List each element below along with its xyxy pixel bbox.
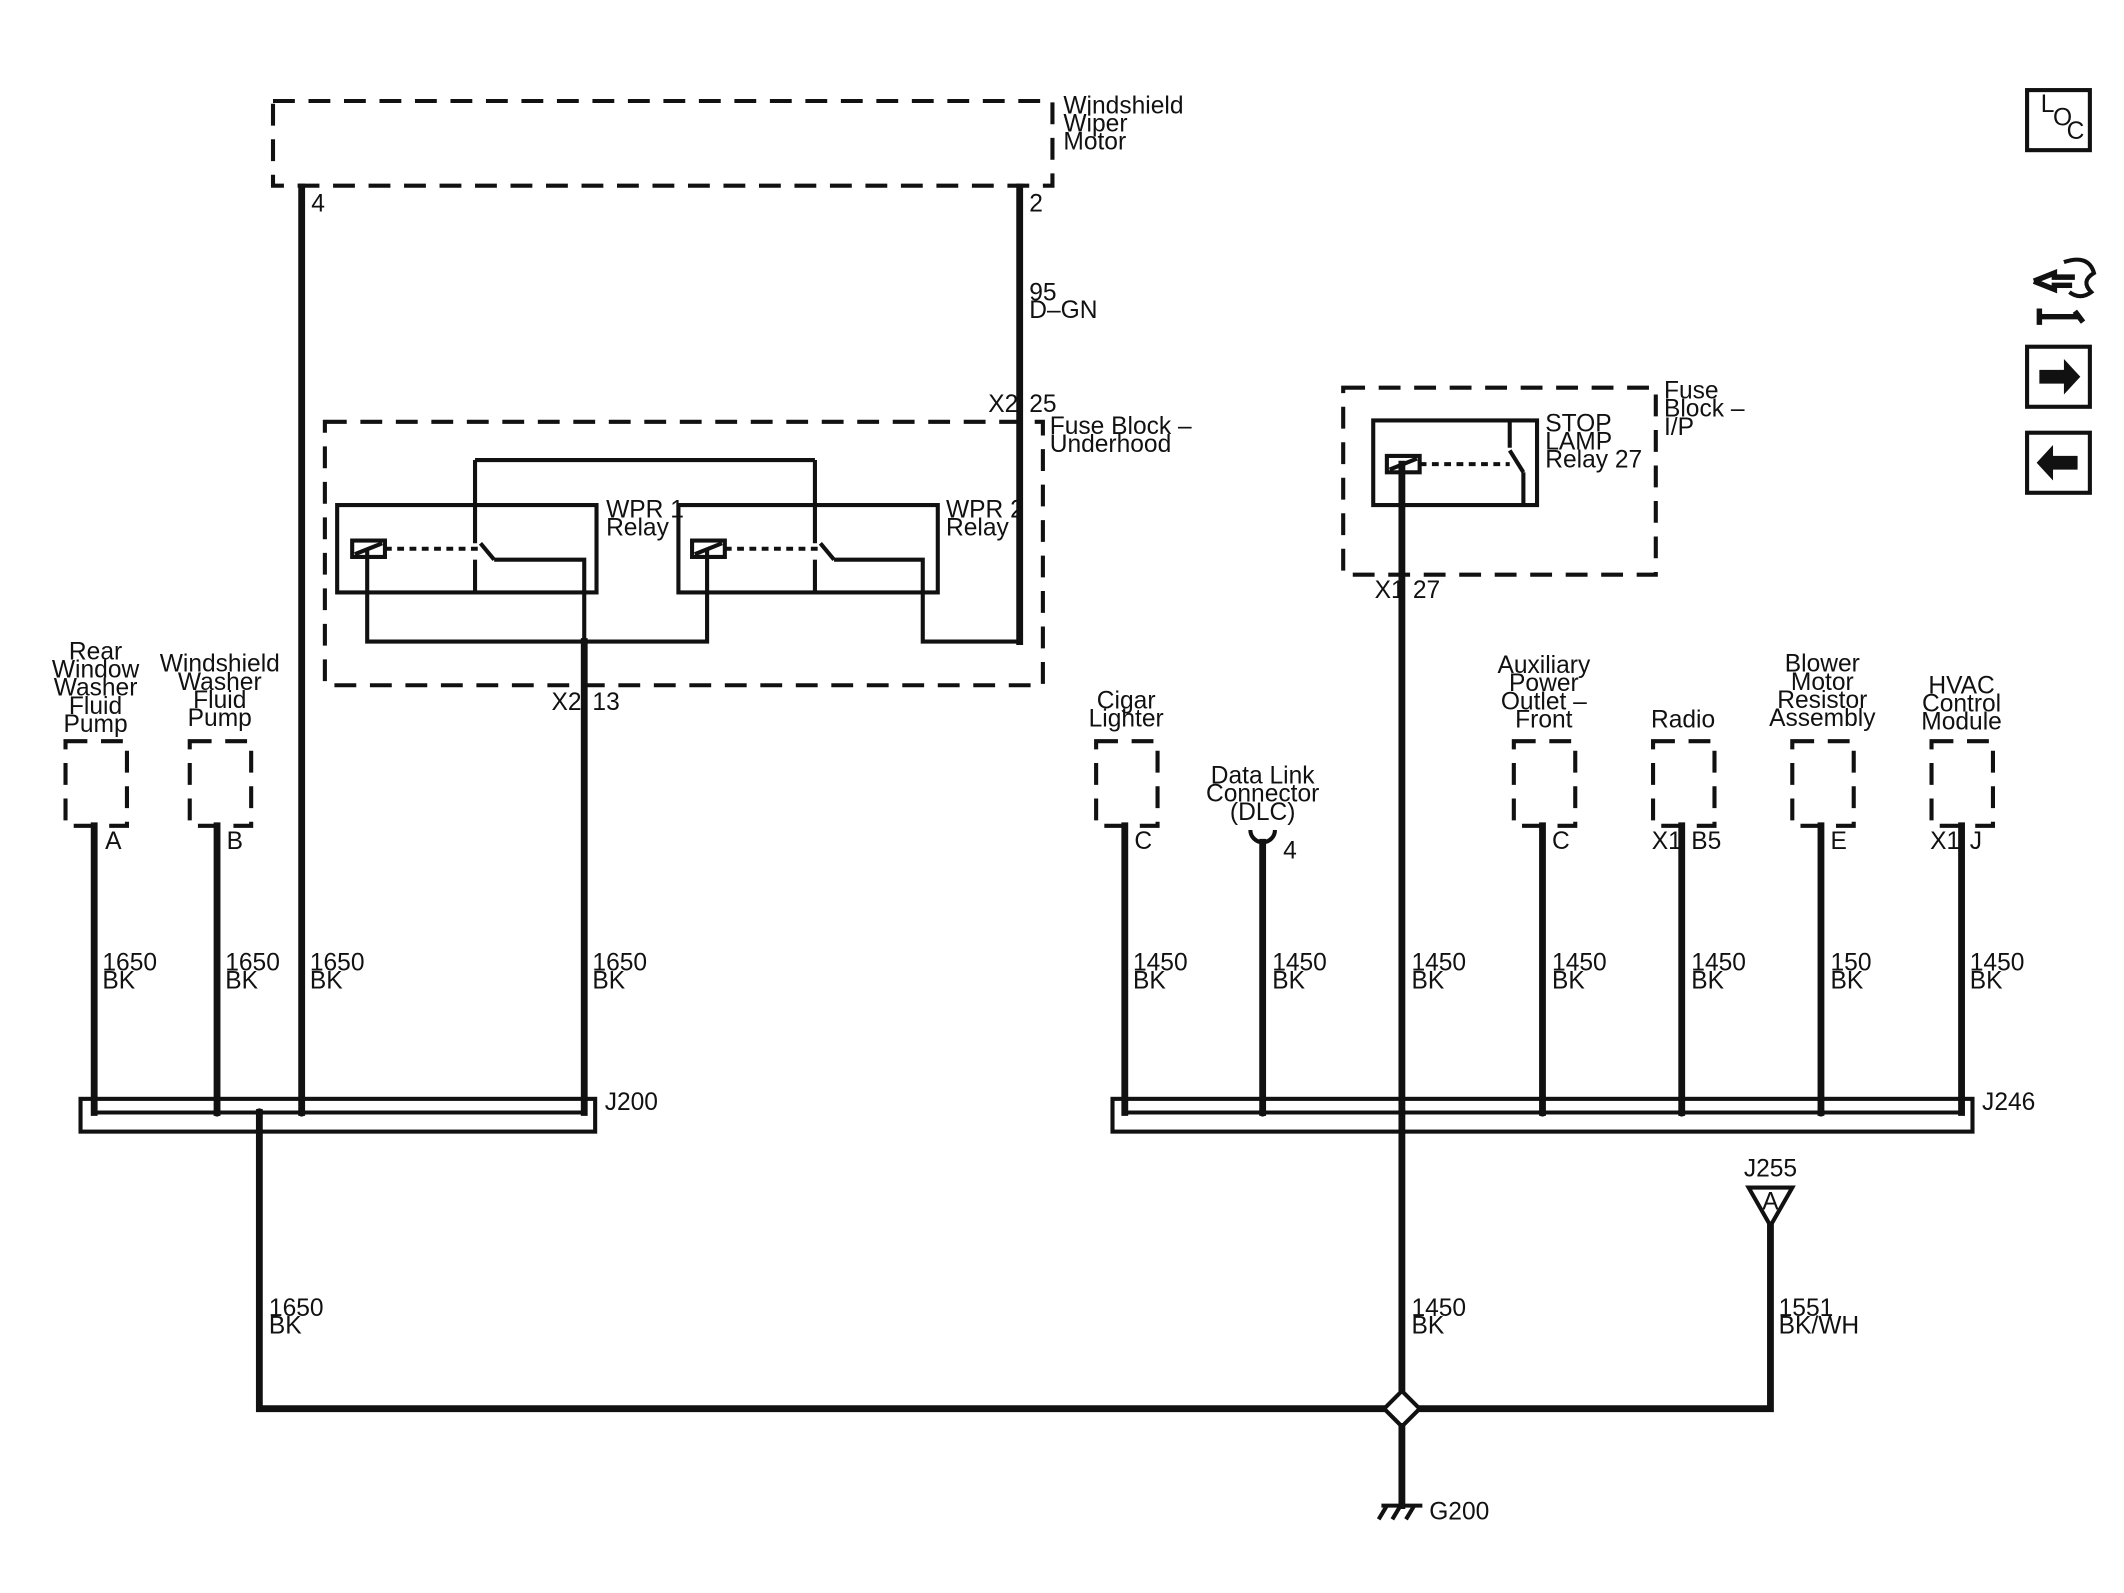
wire-fuse-ip-circuit: 1450 (1411, 950, 1466, 977)
fuse-block-underhood-pin-bottom: 13 (592, 689, 619, 716)
wire-aux-circuit: 1450 (1552, 950, 1607, 977)
next-page-button[interactable] (2025, 344, 2092, 409)
wire-fuse-underhood-color: BK (592, 967, 625, 994)
wire-rear-pump-circuit: 1650 (102, 950, 157, 977)
wire-j200-ground-color: BK (269, 1313, 302, 1340)
radio: Radio X1 B5 (1651, 707, 1721, 855)
hvac-control-module-conn: X1 (1930, 828, 1960, 855)
splice-j246: J246 (1110, 1089, 2035, 1134)
wire-j246-ground-circuit: 1450 (1411, 1295, 1466, 1322)
wiper-motor-pin-4: 4 (311, 191, 325, 218)
wire-motor-ground-color: BK (310, 967, 343, 994)
wire-aux-color: BK (1552, 967, 1585, 994)
wire-blower-color: BK (1831, 967, 1864, 994)
wire-cigar-color: BK (1133, 967, 1166, 994)
inline-connector-j255: J255 A (1744, 1156, 1797, 1230)
wire-dlc-circuit: 1450 (1272, 950, 1327, 977)
arrow-right-icon (2039, 359, 2081, 395)
arrow-left-icon (2036, 445, 2078, 481)
radio-pin: B5 (1691, 828, 1721, 855)
wire-blower-circuit: 150 (1831, 950, 1872, 977)
fuse-block-underhood-conn-top: X2 (988, 391, 1018, 418)
cigar-lighter-pin: C (1134, 828, 1152, 855)
ws-washer-pump-pin: B (227, 828, 243, 855)
wire-cigar-circuit: 1450 (1133, 950, 1188, 977)
loc-button[interactable]: L O C (2025, 88, 2092, 153)
fuse-block-underhood-pin-top: 25 (1029, 391, 1056, 418)
loc-letter-o: O (2053, 105, 2072, 132)
inline-connector-j255-label: J255 (1744, 1156, 1797, 1183)
rear-washer-pump-pin: A (105, 828, 122, 855)
wire-j255-ground-color: BK/WH (1779, 1313, 1860, 1340)
wire-dlc-color: BK (1272, 967, 1305, 994)
wire-hvac-color: BK (1970, 967, 2003, 994)
wire-ws-pump-color: BK (225, 967, 258, 994)
splice-j200: J200 (78, 1089, 658, 1134)
prev-page-button[interactable] (2025, 430, 2092, 495)
wire-95-circuit: 95 (1029, 279, 1056, 306)
loc-letter-l: L (2041, 91, 2055, 118)
radio-conn: X1 (1652, 828, 1682, 855)
ground-g200: G200 (1376, 1388, 1489, 1525)
wire-ws-pump-circuit: 1650 (225, 950, 280, 977)
fuse-block-underhood-label: Fuse Block –Underhood (1050, 413, 1192, 458)
wire-radio-circuit: 1450 (1691, 950, 1746, 977)
fuse-block-underhood-conn-bottom: X2 (551, 689, 581, 716)
wire-motor-ground-circuit: 1650 (310, 950, 365, 977)
blower-motor-resistor-pin: E (1831, 828, 1847, 855)
fuse-block-ip-pin: 27 (1413, 577, 1440, 604)
inline-connector-j255-pin: A (1762, 1188, 1779, 1215)
hvac-control-module-pin: J (1970, 828, 1982, 855)
ground-g200-label: G200 (1429, 1498, 1489, 1525)
wire-hvac-circuit: 1450 (1970, 950, 2025, 977)
splice-j246-label: J246 (1982, 1089, 2035, 1116)
wire-fuse-underhood-circuit: 1650 (592, 950, 647, 977)
wire-j246-ground-color: BK (1411, 1313, 1444, 1340)
wire-rear-pump-color: BK (102, 967, 135, 994)
wire-j200-ground-circuit: 1650 (269, 1295, 324, 1322)
loc-letter-c: C (2067, 118, 2085, 145)
connector-wrench-icon[interactable] (2032, 257, 2097, 325)
dlc-pin: 4 (1283, 838, 1297, 865)
wiper-motor-pin-2: 2 (1029, 191, 1043, 218)
splice-j200-label: J200 (605, 1089, 658, 1116)
wire-fuse-ip-color: BK (1411, 967, 1444, 994)
wire-j255-ground-circuit: 1551 (1779, 1295, 1834, 1322)
wire-radio-color: BK (1691, 967, 1724, 994)
aux-power-outlet-pin: C (1552, 828, 1570, 855)
radio-label: Radio (1651, 707, 1715, 734)
wire-95-color: D–GN (1029, 297, 1097, 324)
